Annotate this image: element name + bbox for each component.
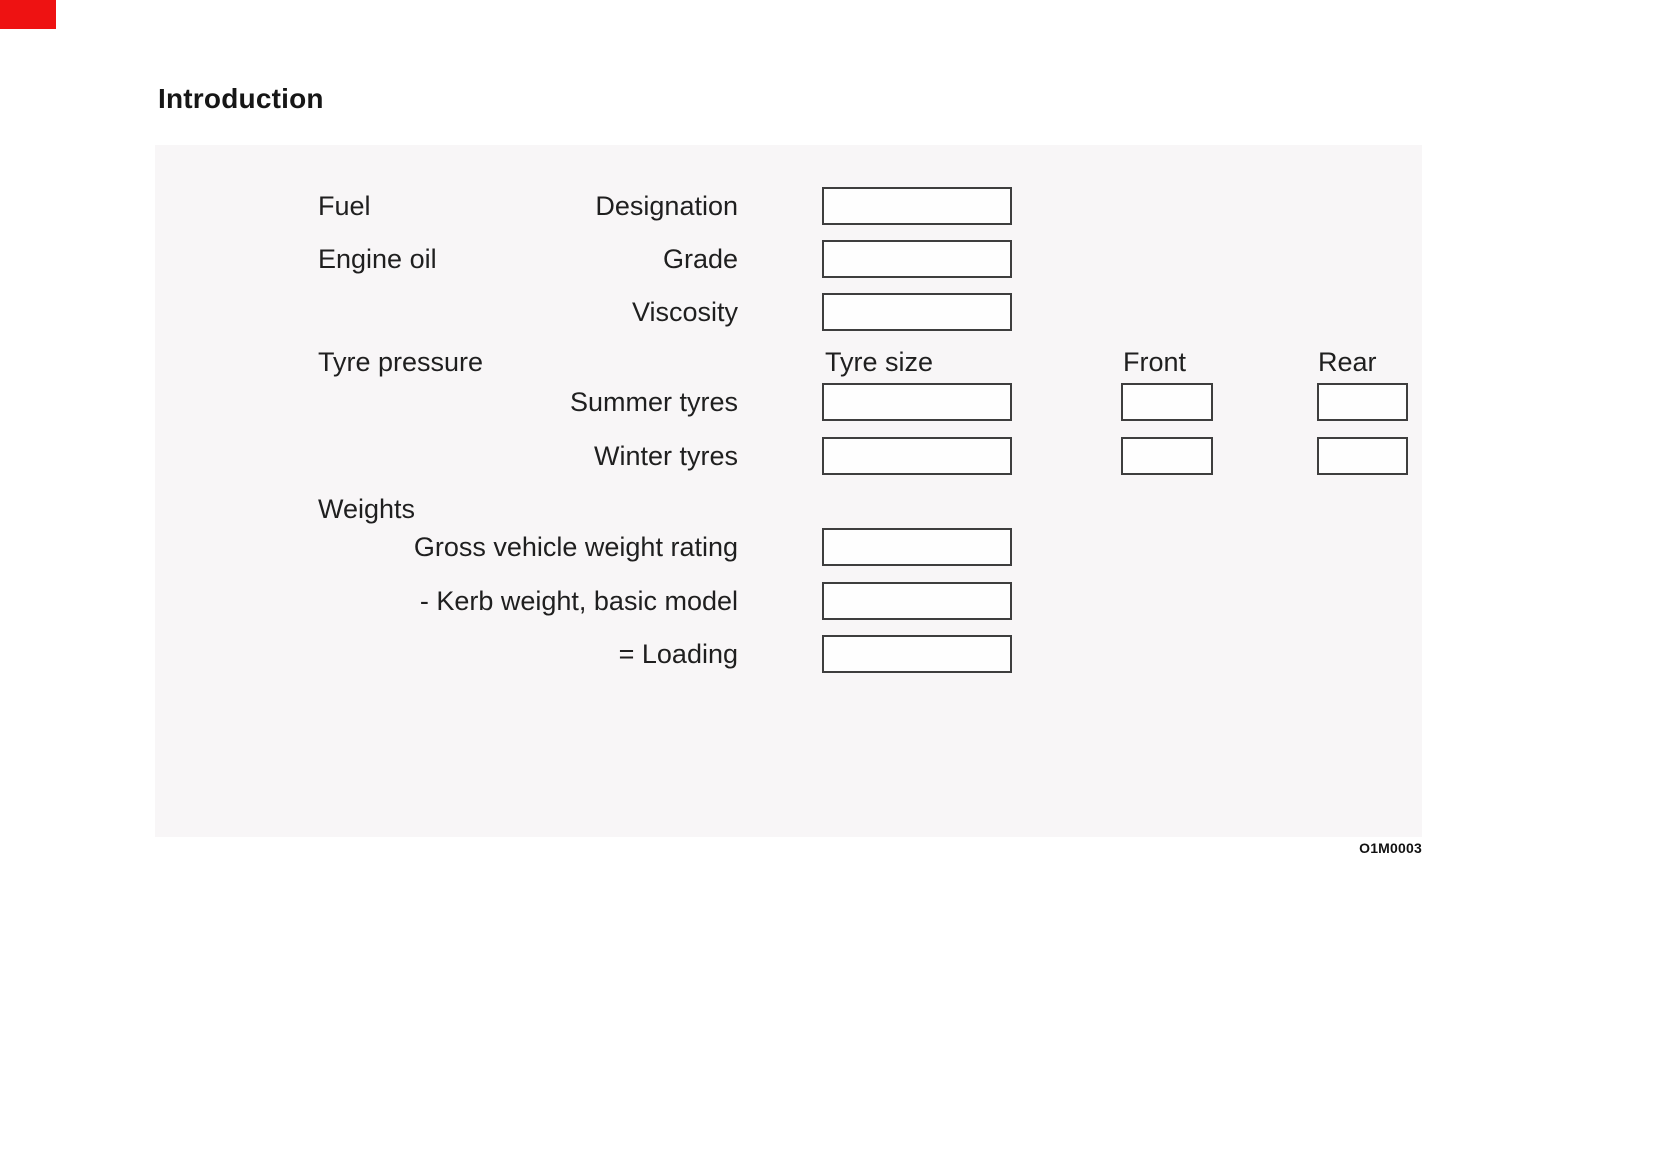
field-box-grade (822, 240, 1012, 278)
field-box-summer-front (1121, 383, 1213, 421)
section-label-weights: Weights (318, 493, 416, 524)
field-label-summer-tyres: Summer tyres (569, 386, 738, 417)
field-label-kerb-weight: - Kerb weight, basic model (419, 585, 738, 616)
section-label-tyre-pressure: Tyre pressure (318, 346, 484, 377)
field-box-winter-rear (1317, 437, 1408, 475)
section-label-engine-oil: Engine oil (318, 243, 437, 274)
field-label-gross-vehicle-weight: Gross vehicle weight rating (413, 531, 738, 562)
field-box-gross-vehicle-weight (822, 528, 1012, 566)
field-box-loading (822, 635, 1012, 673)
column-header-rear: Rear (1318, 346, 1377, 377)
page-title: Introduction (158, 83, 324, 114)
field-label-viscosity: Viscosity (631, 296, 738, 327)
figure-code: O1M0003 (1359, 840, 1422, 856)
field-box-summer-tyre-size (822, 383, 1012, 421)
field-label-designation: Designation (595, 190, 738, 221)
specification-chart-panel: Fuel Engine oil Tyre pressure Weights De… (155, 145, 1422, 837)
red-corner-marker (0, 0, 56, 29)
column-header-tyre-size: Tyre size (825, 346, 934, 377)
field-box-viscosity (822, 293, 1012, 331)
section-label-fuel: Fuel (318, 190, 371, 221)
field-label-winter-tyres: Winter tyres (593, 440, 738, 471)
field-box-winter-tyre-size (822, 437, 1012, 475)
field-box-kerb-weight (822, 582, 1012, 620)
field-label-loading: = Loading (618, 638, 738, 669)
field-box-summer-rear (1317, 383, 1408, 421)
field-box-winter-front (1121, 437, 1213, 475)
field-box-designation (822, 187, 1012, 225)
field-label-grade: Grade (662, 243, 738, 274)
column-header-front: Front (1123, 346, 1187, 377)
